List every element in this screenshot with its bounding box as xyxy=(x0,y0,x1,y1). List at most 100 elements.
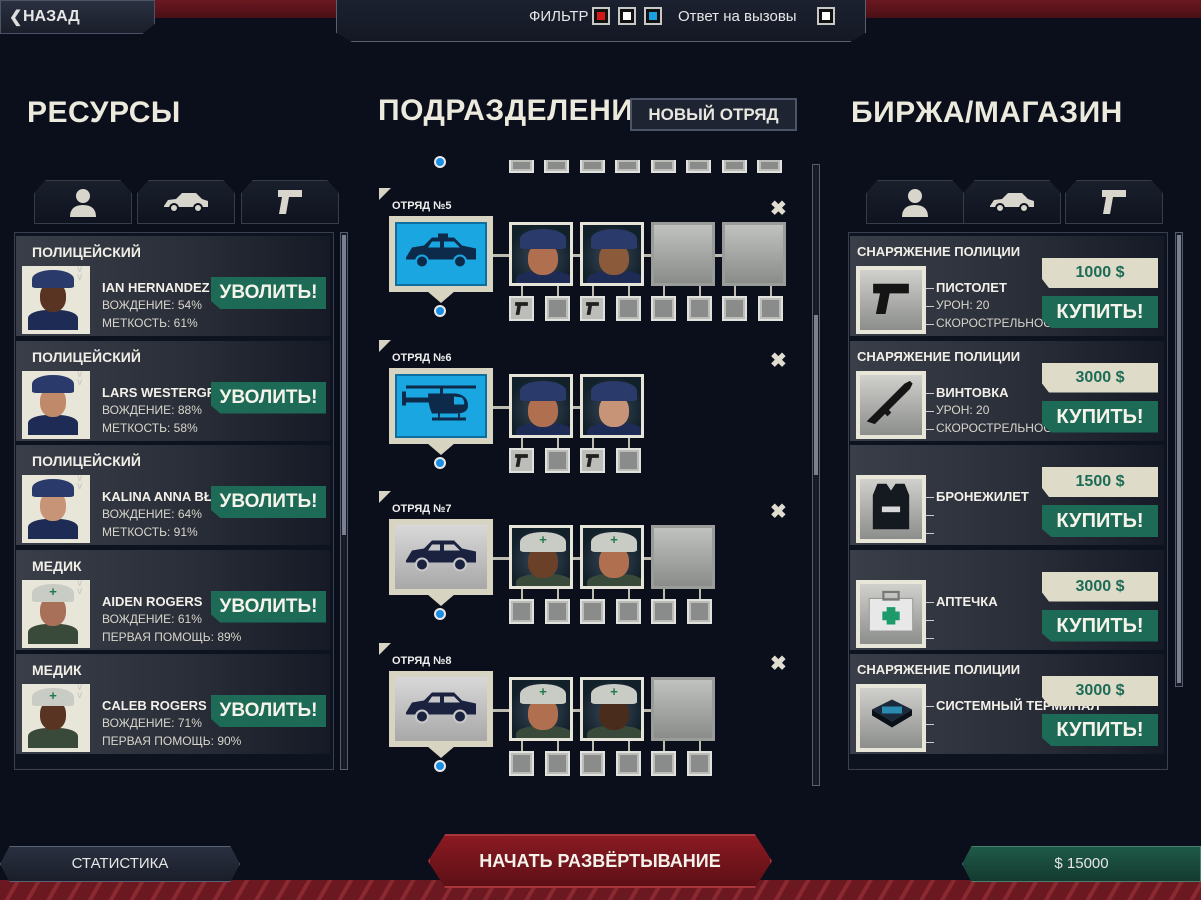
resource-stat-driving: ВОЖДЕНИЕ: 61% xyxy=(102,611,202,626)
item-slot[interactable] xyxy=(580,751,605,776)
empty-member-slot[interactable] xyxy=(651,525,715,589)
member-slot[interactable] xyxy=(580,222,644,286)
item-slot[interactable] xyxy=(757,296,783,321)
item-slot[interactable] xyxy=(615,751,641,776)
item-slot[interactable] xyxy=(580,599,605,624)
item-slot[interactable] xyxy=(722,160,747,173)
avatar[interactable]: + xyxy=(22,684,90,752)
item-slot[interactable] xyxy=(544,160,569,173)
answer-calls-checkbox[interactable] xyxy=(817,7,835,25)
fire-button[interactable]: УВОЛИТЬ! xyxy=(211,695,326,727)
filter-blue-checkbox[interactable] xyxy=(644,7,662,25)
item-slot[interactable] xyxy=(757,160,782,173)
expand-chevron-icon[interactable] xyxy=(427,443,455,455)
shop-item-image[interactable] xyxy=(856,266,926,334)
item-slot[interactable] xyxy=(615,448,641,473)
tab-vehicles[interactable] xyxy=(137,180,235,224)
pistol-item-slot[interactable] xyxy=(580,448,605,473)
buy-button[interactable]: КУПИТЬ! xyxy=(1042,400,1158,433)
item-slot[interactable] xyxy=(509,160,534,173)
member-slot[interactable] xyxy=(509,222,573,286)
item-slot[interactable] xyxy=(544,448,570,473)
item-slot[interactable] xyxy=(686,751,712,776)
squad-vehicle-slot[interactable] xyxy=(389,368,493,444)
statistics-button[interactable]: СТАТИСТИКА xyxy=(0,846,240,882)
new-squad-button[interactable]: НОВЫЙ ОТРЯД xyxy=(630,98,797,131)
member-slot[interactable]: + xyxy=(509,677,573,741)
shop-item-image[interactable] xyxy=(856,579,926,648)
close-icon[interactable]: ✖ xyxy=(770,501,787,523)
member-slot[interactable] xyxy=(580,374,644,438)
fire-button[interactable]: УВОЛИТЬ! xyxy=(211,486,326,518)
avatar[interactable]: + xyxy=(22,579,90,648)
shop-tab-weapons[interactable] xyxy=(1065,180,1163,224)
squad-vehicle-slot[interactable] xyxy=(389,671,493,747)
buy-button[interactable]: КУПИТЬ! xyxy=(1042,714,1158,746)
pistol-item-slot[interactable] xyxy=(509,296,534,321)
empty-member-slot[interactable] xyxy=(651,677,715,741)
close-icon[interactable]: ✖ xyxy=(770,350,787,372)
item-slot[interactable] xyxy=(544,296,570,321)
police-cap xyxy=(591,381,637,401)
item-slot[interactable] xyxy=(509,751,534,776)
avatar[interactable] xyxy=(22,475,90,543)
filter-red-checkbox[interactable] xyxy=(592,7,610,25)
item-slot[interactable] xyxy=(580,160,605,173)
squad-vehicle-slot[interactable] xyxy=(389,519,493,595)
item-slot[interactable] xyxy=(686,296,712,321)
member-slot[interactable]: + xyxy=(580,677,644,741)
item-slot[interactable] xyxy=(722,296,747,321)
item-slot[interactable] xyxy=(615,296,641,321)
expand-chevron-icon[interactable] xyxy=(427,291,455,303)
close-icon[interactable]: ✖ xyxy=(770,653,787,675)
shop-tab-vehicles[interactable] xyxy=(963,180,1061,224)
expand-chevron-icon[interactable] xyxy=(427,746,455,758)
fire-button[interactable]: УВОЛИТЬ! xyxy=(211,590,326,623)
item-slot[interactable] xyxy=(651,751,676,776)
pistol-item-slot[interactable] xyxy=(509,448,534,473)
fire-button[interactable]: УВОЛИТЬ! xyxy=(211,277,326,309)
item-slot[interactable] xyxy=(651,296,676,321)
ambulance-car-icon xyxy=(404,537,478,578)
member-slot[interactable] xyxy=(509,374,573,438)
avatar[interactable] xyxy=(22,370,90,439)
item-slot[interactable] xyxy=(651,599,676,624)
item-connector xyxy=(627,286,630,296)
tab-personnel[interactable] xyxy=(34,180,132,224)
fire-button[interactable]: УВОЛИТЬ! xyxy=(211,381,326,414)
item-slot[interactable] xyxy=(615,160,640,173)
buy-button[interactable]: КУПИТЬ! xyxy=(1042,505,1158,537)
empty-member-slot[interactable] xyxy=(722,222,786,286)
item-slot[interactable] xyxy=(686,599,712,624)
avatar[interactable] xyxy=(22,266,90,334)
item-slot-fill xyxy=(619,755,637,772)
filter-white-checkbox[interactable] xyxy=(618,7,636,25)
close-icon[interactable]: ✖ xyxy=(770,198,787,220)
item-slot[interactable] xyxy=(615,599,641,624)
shop-item-image[interactable] xyxy=(856,475,926,543)
shop-item-stat-damage: УРОН: 20 xyxy=(936,298,990,312)
pistol-item-slot[interactable] xyxy=(580,296,605,321)
resources-scrollbar[interactable] xyxy=(340,232,348,770)
empty-member-slot[interactable] xyxy=(651,222,715,286)
squad-vehicle-slot[interactable] xyxy=(389,216,493,292)
squad-status-dot xyxy=(434,457,446,469)
back-button[interactable]: ❮ НАЗАД xyxy=(0,0,155,34)
buy-button[interactable]: КУПИТЬ! xyxy=(1042,296,1158,328)
units-scrollbar[interactable] xyxy=(812,164,820,786)
tab-weapons[interactable] xyxy=(241,180,339,224)
expand-chevron-icon[interactable] xyxy=(427,594,455,606)
item-slot[interactable] xyxy=(651,160,676,173)
member-slot[interactable]: + xyxy=(580,525,644,589)
shop-scrollbar[interactable] xyxy=(1175,232,1183,687)
item-slot[interactable] xyxy=(686,160,711,173)
item-slot[interactable] xyxy=(509,599,534,624)
item-slot[interactable] xyxy=(544,599,570,624)
shop-item-image[interactable] xyxy=(856,684,926,752)
item-slot[interactable] xyxy=(544,751,570,776)
start-deployment-button[interactable]: НАЧАТЬ РАЗВЁРТЫВАНИЕ xyxy=(428,834,772,888)
buy-button[interactable]: КУПИТЬ! xyxy=(1042,609,1158,642)
shop-item-image[interactable] xyxy=(856,370,926,439)
shop-tab-personnel[interactable] xyxy=(866,180,964,224)
member-slot[interactable]: + xyxy=(509,525,573,589)
